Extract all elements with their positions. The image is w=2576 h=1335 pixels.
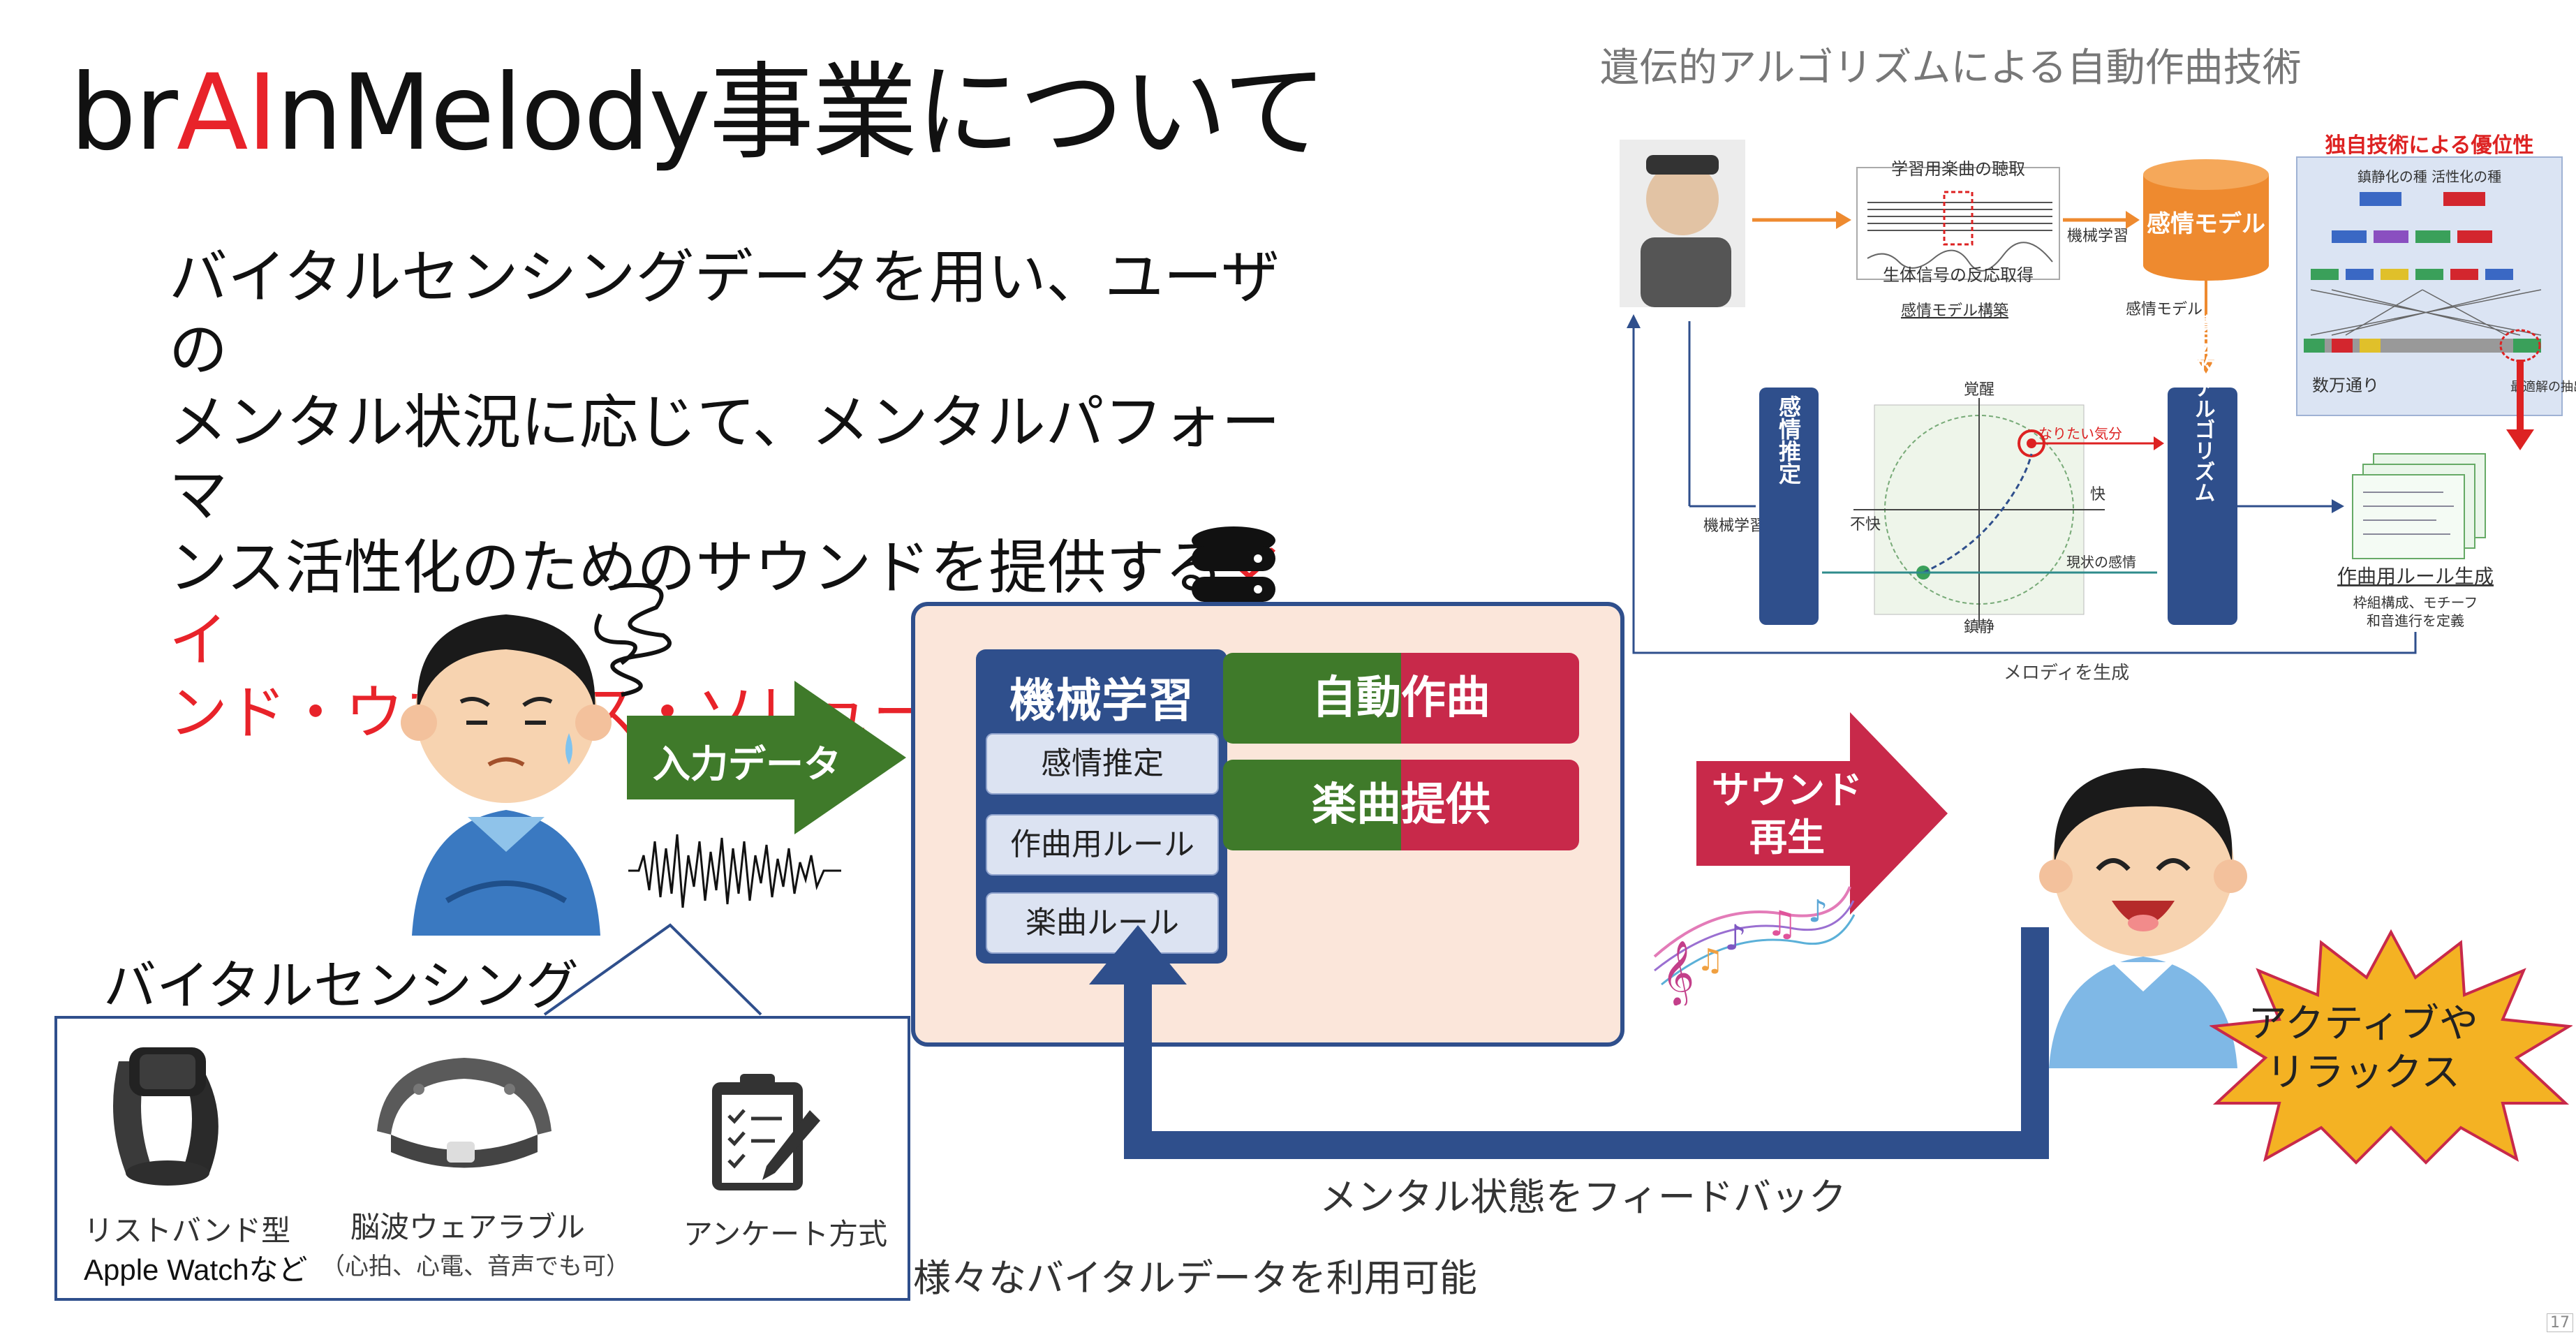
wristband-icon	[113, 1047, 219, 1186]
kansei-model-label: 感情モデル	[2147, 210, 2265, 238]
page-title: brAInMelody事業について	[70, 28, 1328, 179]
emotion-map	[1853, 398, 2105, 628]
ml-item-rule: 作曲用ルール	[986, 814, 1219, 876]
score-box	[1856, 167, 2060, 280]
happy-person-illustration	[2039, 768, 2247, 1068]
vital-sensing-label: バイタルセンシング	[103, 954, 579, 1017]
result-burst	[2209, 929, 2573, 1165]
ml-small2-label: 機械学習	[1703, 517, 1765, 535]
input-data-arrow	[627, 681, 906, 834]
svg-text:♫: ♫	[1696, 943, 1724, 978]
saiteki-label: 最適解の抽出	[2510, 380, 2576, 394]
feedback-loop-arrow	[1089, 925, 2049, 1159]
vital-callout-line	[543, 923, 762, 1016]
listen-label: 学習用楽曲の聴取	[1891, 159, 2025, 179]
right-panel-title: 遺伝的アルゴリズムによる自動作曲技術	[1600, 45, 2302, 91]
feedback-label: メンタル状態をフィードバック	[1319, 1175, 1846, 1219]
vital-waveform	[628, 834, 841, 908]
sound-play-line1: サウンド	[1712, 768, 1863, 812]
rule-gen-label: 作曲用ルール生成	[2337, 565, 2494, 588]
suman-label: 数万通り	[2312, 376, 2379, 395]
title-highlight: AI	[176, 52, 278, 174]
sound-play-line2: 再生	[1749, 816, 1825, 860]
emotion-model-cylinder	[2143, 159, 2269, 281]
subject-photo	[1620, 140, 1745, 307]
kansei-build-label: 感情モデル構築	[1901, 302, 2008, 320]
page-number: 17	[2547, 1313, 2573, 1332]
wristband-line1: リストバンド型	[84, 1214, 291, 1248]
ga-composition-diagram: 学習用楽曲の聴取 生体信号の反応取得 感情モデル構築 機械学習 感情モデル 感情…	[1620, 133, 2576, 684]
lead-line-3-black: ンス活性化のためのサウンドを提供する	[169, 533, 1221, 602]
wristband-caption: リストバンド型 Apple Watchなど	[84, 1211, 308, 1290]
chinsei-label: 鎮静	[1964, 619, 1994, 636]
footnote: 様々なバイタルデータを利用可能	[913, 1256, 1477, 1300]
rule-desc1-label: 枠組構成、モチーフ	[2353, 594, 2478, 611]
svg-text:𝄞: 𝄞	[1661, 940, 1694, 1005]
auto-compose-box: 自動作曲	[1223, 653, 1579, 744]
dokuji-label: 独自技術による優位性	[2325, 133, 2533, 158]
kakusei-label: 覚醒	[1964, 381, 1994, 399]
tree-top-label: 鎮静化の種 活性化の種	[2357, 168, 2501, 185]
ml-small-label: 機械学習	[2067, 228, 2129, 245]
eeg-line1: 脳波ウェアラブル	[350, 1210, 585, 1244]
rule-desc2-label: 和音進行を定義	[2367, 612, 2464, 629]
music-notes-icon: 𝄞 ♪ ♫ ♪ ♫	[1653, 886, 1856, 1005]
ml-title: 機械学習	[1009, 674, 1194, 728]
genjou-label: 現状の感情	[2066, 554, 2136, 570]
kansei-suitei-box	[1759, 388, 1819, 625]
burst-line1: アクティブや	[2248, 1001, 2478, 1047]
ml-item-music-rule: 楽曲ルール	[986, 892, 1219, 954]
kai-label: 快	[2090, 486, 2105, 503]
wristband-line2: Apple Watchなど	[84, 1253, 308, 1286]
stress-scribble-icon	[594, 583, 672, 697]
naritai-label: なりたい気分	[2038, 425, 2122, 442]
ga-label: 遺伝的アルゴリズム	[2191, 314, 2216, 503]
eeg-caption: 脳波ウェアラブル （心拍、心電、音声でも可）	[321, 1208, 630, 1286]
survey-caption: アンケート方式	[683, 1217, 888, 1251]
input-data-label: 入力データ	[653, 742, 841, 786]
svg-text:♪: ♪	[1808, 894, 1828, 929]
title-pre: br	[70, 52, 178, 174]
rule-documents	[2352, 453, 2486, 559]
svg-text:♪: ♪	[1724, 917, 1747, 958]
sound-play-arrow	[1696, 712, 1948, 915]
svg-text:♫: ♫	[1766, 903, 1798, 944]
burst-text: アクティブや リラックス	[2248, 1000, 2478, 1098]
lead-line-2: メンタル状況に応じて、メンタルパフォーマ	[169, 388, 1280, 529]
bio-label: 生体信号の反応取得	[1883, 265, 2034, 285]
burst-line2: リラックス	[2265, 1050, 2461, 1096]
kansei-suitei-label: 感情推定	[1775, 395, 1802, 485]
sound-play-label: サウンド 再生	[1703, 767, 1871, 862]
fukai-label: 不快	[1850, 516, 1881, 533]
eeg-headband-icon	[377, 1058, 552, 1168]
survey-clipboard-icon	[712, 1074, 820, 1190]
melody-label: メロディを生成	[2004, 663, 2129, 684]
lead-line-1: バイタルセンシングデータを用い、ユーザの	[169, 243, 1280, 384]
ga-box	[2168, 388, 2237, 625]
music-provide-box: 楽曲提供	[1223, 760, 1579, 850]
worried-person-illustration	[401, 614, 612, 936]
title-post: nMelody事業について	[276, 52, 1328, 174]
eeg-line2: （心拍、心電、音声でも可）	[321, 1253, 630, 1281]
kansei-model-small-label: 感情モデル	[2126, 301, 2203, 318]
ml-item-kansei: 感情推定	[986, 733, 1219, 795]
ga-tree	[2304, 192, 2542, 362]
